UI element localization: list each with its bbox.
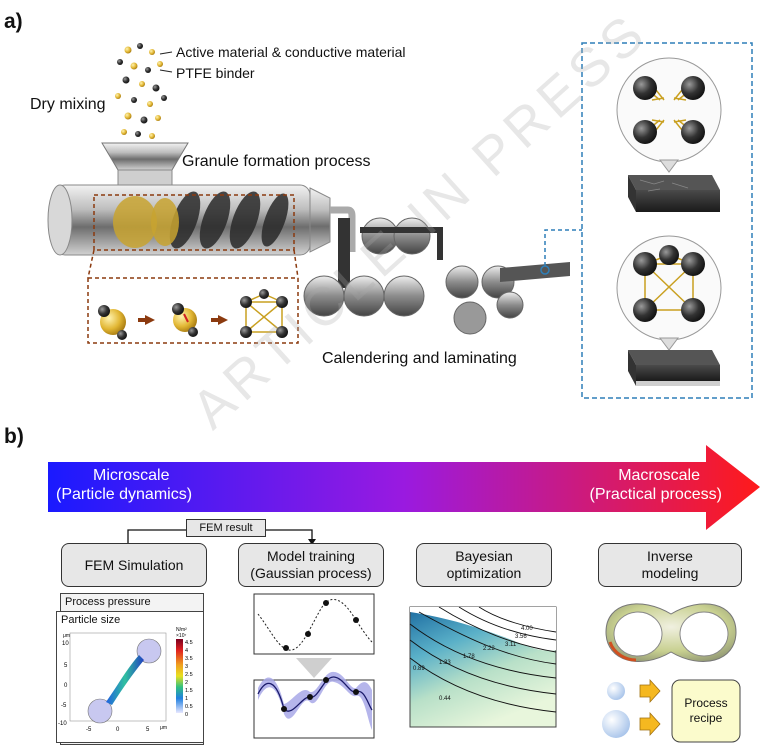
microscale-label: Microscale (Particle dynamics) (56, 467, 193, 503)
panel-a-illustration (47, 42, 753, 399)
svg-text:1: 1 (185, 696, 188, 702)
scale-arrow (48, 445, 760, 530)
fem-tab-particle-size: Particle size (61, 614, 121, 626)
falling-particles (115, 43, 167, 139)
svg-text:0.89: 0.89 (413, 666, 425, 672)
calender-rollers (303, 217, 570, 335)
svg-text:0: 0 (116, 727, 120, 733)
svg-text:3.5: 3.5 (185, 656, 193, 662)
svg-text:-5: -5 (86, 727, 92, 733)
extruder (47, 184, 356, 256)
svg-text:4.5: 4.5 (185, 640, 193, 646)
bayesian-contour-plot: 4.00 3.56 3.11 2.22 1.78 1.33 0.89 0.44 (409, 606, 557, 728)
granule-formation-label: Granule formation process (182, 153, 371, 170)
svg-text:N/m²: N/m² (176, 627, 187, 633)
ptfe-binder-label: PTFE binder (176, 65, 255, 81)
svg-text:4: 4 (185, 648, 188, 654)
gaussian-process-plots (253, 593, 375, 739)
calendering-label: Calendering and laminating (322, 350, 517, 367)
svg-text:0.5: 0.5 (185, 704, 193, 710)
svg-text:-10: -10 (58, 721, 67, 727)
electrode-zoom-box (581, 42, 753, 399)
svg-text:μm: μm (160, 725, 167, 731)
svg-text:2.5: 2.5 (185, 672, 193, 678)
granule-formation-inset (87, 277, 299, 344)
svg-text:1.5: 1.5 (185, 688, 193, 694)
svg-text:5: 5 (64, 663, 68, 669)
svg-text:0: 0 (185, 712, 188, 718)
svg-text:3: 3 (185, 664, 188, 670)
svg-text:4.00: 4.00 (521, 626, 533, 632)
svg-text:-5: -5 (61, 703, 67, 709)
dry-mixing-label: Dry mixing (30, 96, 106, 113)
svg-text:μm: μm (63, 633, 70, 639)
fem-tab-process-pressure: Process pressure (65, 596, 151, 608)
inverse-model-visual (602, 603, 741, 743)
svg-text:2.22: 2.22 (483, 646, 495, 652)
stage-model-training: Model training(Gaussian process) (238, 543, 384, 587)
active-material-label: Active material & conductive material (176, 44, 406, 60)
svg-text:2: 2 (185, 680, 188, 686)
process-recipe-box: Process recipe (684, 696, 728, 725)
svg-text:3.11: 3.11 (505, 642, 517, 648)
svg-text:0.44: 0.44 (439, 696, 451, 702)
svg-text:1.78: 1.78 (463, 654, 475, 660)
panel-a-label: a) (4, 10, 23, 33)
svg-text:0: 0 (64, 683, 68, 689)
svg-text:×10⁷: ×10⁷ (176, 633, 186, 639)
svg-text:3.56: 3.56 (515, 634, 527, 640)
panel-b-label: b) (4, 425, 24, 448)
svg-text:10: 10 (62, 641, 69, 647)
svg-text:1.33: 1.33 (439, 660, 451, 666)
svg-text:5: 5 (146, 727, 150, 733)
stage-fem-simulation: FEM Simulation (61, 543, 207, 587)
fem-result-tag: FEM result (186, 519, 266, 537)
macroscale-label: Macroscale (Practical process) (589, 467, 722, 503)
fem-stress-plot: μm 10 5 0 -5 -10 -5 0 5 μm N/m² ×10⁷ 4.5… (58, 627, 193, 733)
fem-result-connector (127, 529, 316, 545)
